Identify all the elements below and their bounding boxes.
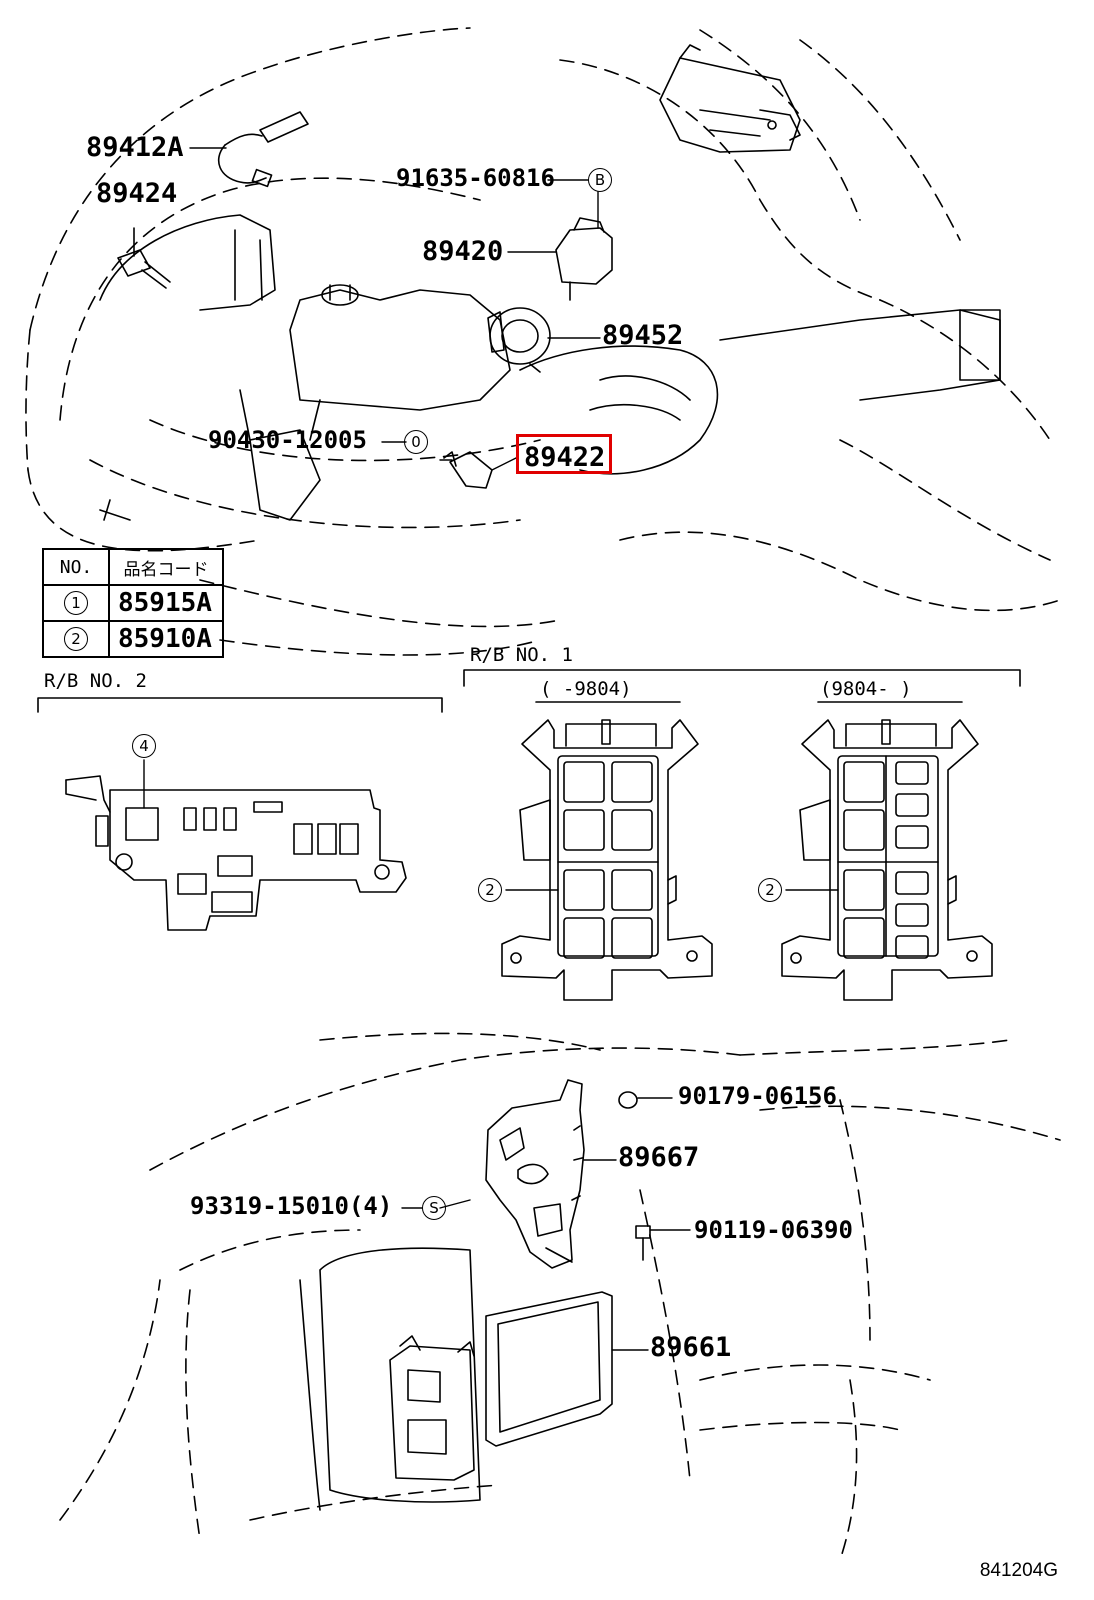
- relay-block-no1: [463, 669, 1021, 703]
- engine-block: [99, 214, 1001, 521]
- relay-block-no1-left: [501, 719, 713, 1001]
- table-row: 2 85910A: [42, 620, 224, 658]
- parts-table: NO. 品名コード 1 85915A 2 85910A: [42, 548, 224, 658]
- callout-89661[interactable]: 89661: [650, 1332, 732, 1363]
- ecu-89661: [485, 1291, 649, 1447]
- marker-B: B: [588, 168, 612, 192]
- callout-90119-06390[interactable]: 90119-06390: [694, 1216, 853, 1244]
- callout-89667[interactable]: 89667: [618, 1142, 700, 1173]
- control-module-top: [659, 44, 801, 153]
- relay-block-no1-title: R/B NO. 1: [470, 644, 573, 666]
- marker-2-left: 2: [478, 878, 502, 902]
- table-header-code: 品名コード: [108, 548, 224, 586]
- relay-block-no1-left-range: ( -9804): [540, 678, 632, 700]
- marker-S: S: [422, 1196, 446, 1220]
- oxygen-sensor-89412A: [217, 111, 309, 188]
- marker-O: 0: [404, 430, 428, 454]
- callout-89412A[interactable]: 89412A: [86, 132, 184, 163]
- callout-89452[interactable]: 89452: [602, 320, 684, 351]
- table-row-code[interactable]: 85915A: [108, 584, 224, 622]
- callout-90179-06156[interactable]: 90179-06156: [678, 1082, 837, 1110]
- relay-block-no2: [37, 697, 443, 931]
- sensor-89424: [117, 227, 171, 289]
- figure-code: 841204G: [979, 1560, 1058, 1581]
- throttle-sensor-89452: [487, 307, 551, 373]
- highlight-box-89422: [516, 434, 612, 474]
- table-header-row: NO. 品名コード: [42, 548, 224, 586]
- table-row: 1 85915A: [42, 584, 224, 622]
- relay-cluster-lower: [389, 1335, 475, 1481]
- leader-lines-upper: [189, 147, 601, 471]
- callout-89424[interactable]: 89424: [96, 178, 178, 209]
- sensor-89422: [443, 451, 493, 489]
- callout-91635-60816[interactable]: 91635-60816: [396, 164, 555, 192]
- dashboard-outline: [59, 1032, 1061, 1561]
- fasteners: [401, 1091, 691, 1261]
- callout-89422[interactable]: 89422: [524, 442, 606, 473]
- dashboard-solid: [299, 1247, 481, 1511]
- callout-93319-15010[interactable]: 93319-15010(4): [190, 1192, 393, 1220]
- sensor-89420: [555, 217, 613, 301]
- marker-2-right: 2: [758, 878, 782, 902]
- callout-90430-12005[interactable]: 90430-12005: [208, 426, 367, 454]
- bracket-89667: [485, 1079, 585, 1269]
- relay-block-no1-right: [781, 719, 993, 1001]
- table-row-no: 1: [64, 591, 88, 615]
- relay-block-no2-title: R/B NO. 2: [44, 670, 147, 692]
- relay-block-no1-right-range: (9804- ): [820, 678, 912, 700]
- callout-89420[interactable]: 89420: [422, 236, 504, 267]
- marker-4: 4: [132, 734, 156, 758]
- table-header-no: NO.: [42, 548, 110, 586]
- table-row-code[interactable]: 85910A: [108, 620, 224, 658]
- table-row-no: 2: [64, 627, 88, 651]
- engine-bay-outline: [25, 27, 1061, 656]
